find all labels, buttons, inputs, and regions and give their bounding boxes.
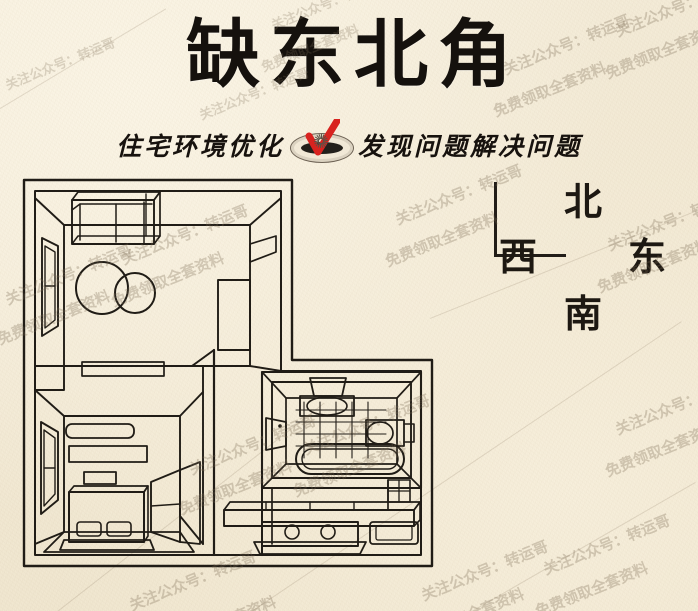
mid-wall-ledge — [81, 361, 165, 377]
bedroom-top-wall — [63, 391, 204, 417]
watermark-text: 免费领取全套资料 — [532, 558, 651, 611]
living-room-cabinet — [217, 279, 251, 351]
compass-crosshair-horizontal — [494, 254, 566, 257]
bathroom-sink — [299, 377, 355, 417]
direction-compass: 北 西 东 南 — [494, 182, 674, 347]
red-check-mark-icon — [305, 119, 340, 156]
mid-wall-top — [63, 349, 215, 367]
floorplan-drawing — [14, 170, 444, 582]
outer-wall-outline — [22, 178, 434, 568]
watermark-text: 关注公众号：转运哥 — [612, 371, 698, 439]
bedroom-wall-shelf-lower — [83, 471, 117, 485]
round-stool — [114, 272, 156, 314]
sofa — [71, 191, 161, 245]
pillow — [106, 521, 132, 537]
mid-wall-bevel — [191, 349, 215, 367]
watermark-text: 免费领取全套资料 — [602, 418, 698, 481]
living-room-left-wall — [34, 197, 65, 367]
subtitle-row: 住宅环境优化 发现问题解决问题 — [0, 119, 698, 166]
subtitle-left: 住宅环境优化 — [115, 132, 284, 161]
bedroom-left-wall — [34, 389, 65, 545]
bathtub — [295, 443, 405, 475]
kitchen-sink-basin — [369, 521, 419, 545]
compass-south-label: 南 — [564, 291, 603, 336]
watermark-text: 免费领取全套资料 — [160, 591, 279, 611]
watermark-text: 免费领取全套资料 — [408, 583, 527, 611]
bedroom-wall-shelf-upper — [65, 423, 135, 439]
compass-dial-tick — [320, 143, 321, 148]
living-room-top-wall — [63, 197, 282, 226]
pillow — [76, 521, 102, 537]
toilet — [365, 419, 415, 447]
wardrobe — [150, 461, 201, 545]
living-room-window — [41, 237, 59, 337]
bed — [59, 485, 155, 551]
gas-stove — [253, 521, 367, 555]
kitchen-counter-top — [223, 501, 421, 511]
living-room-shelf — [249, 235, 277, 263]
luopan-compass-seal-icon — [290, 119, 354, 163]
watermark-text: 关注公众号：转运哥 — [540, 511, 673, 579]
kitchen-upper-cabinet — [387, 479, 411, 511]
paper-crease — [470, 482, 696, 611]
subtitle-right: 发现问题解决问题 — [358, 132, 583, 161]
bedroom-headboard-panel — [68, 445, 148, 463]
page-title: 缺东北角 — [186, 12, 522, 98]
bedroom-window — [40, 421, 59, 515]
compass-west-label: 西 — [499, 234, 538, 279]
bathroom-door — [265, 417, 287, 451]
round-table — [75, 261, 129, 315]
bathroom-top-bevel — [261, 371, 422, 399]
mid-wall-left — [34, 365, 65, 391]
bathroom-bottom-bevel — [261, 463, 422, 489]
compass-east-label: 东 — [628, 234, 667, 279]
compass-crosshair-vertical — [494, 182, 497, 254]
kitchen-counter — [223, 509, 415, 527]
compass-dial-tick — [321, 134, 322, 139]
compass-north-label: 北 — [564, 179, 603, 224]
floorplan-svg — [22, 178, 434, 568]
